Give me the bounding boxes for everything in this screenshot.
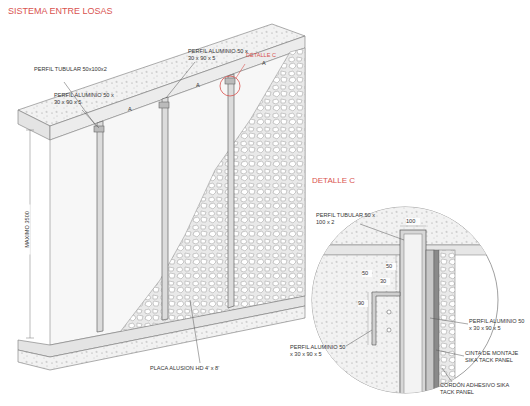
dimension: 90 xyxy=(358,300,368,307)
title: SISTEMA ENTRE LOSAS xyxy=(8,6,113,16)
module-letter: A xyxy=(128,106,136,113)
part-label: PERFIL TUBULAR 50 x 100 x 2 xyxy=(316,212,380,226)
dimension: 30 xyxy=(380,278,390,285)
module-letter: A xyxy=(262,60,270,67)
part-label: CORDÓN ADHESIVO SIKA TACK PANEL xyxy=(440,382,510,396)
part-label: CINTA DE MONTAJE SIKA TACK PANEL xyxy=(465,350,527,364)
detail-title: DETALLE C xyxy=(312,176,382,186)
detail-callout: DETALLE C xyxy=(246,52,306,59)
part-label: PERFIL TUBULAR 50x100x2 xyxy=(34,66,124,73)
dimension: MAXIMO 3500 xyxy=(24,204,31,254)
part-label: PERFIL ALUMINIO 50 x 30 x 90 x 5 xyxy=(469,318,527,332)
module-letter: A xyxy=(196,82,204,89)
dimension: 50 xyxy=(386,263,396,270)
part-label: PERFIL ALUMINIO 50 x 30 x 90 x 5 xyxy=(188,48,250,62)
dimension: 100 xyxy=(406,218,420,225)
part-label: PLACA ALUSION HD 4' x 8' xyxy=(150,365,260,372)
part-label: PERFIL ALUMINIO 50 x 30 x 90 x 5 xyxy=(290,344,348,358)
dimension: 50 xyxy=(362,270,372,277)
part-label: PERFIL ALUMINIO 50 x 30 x 90 x 5 xyxy=(54,92,116,106)
